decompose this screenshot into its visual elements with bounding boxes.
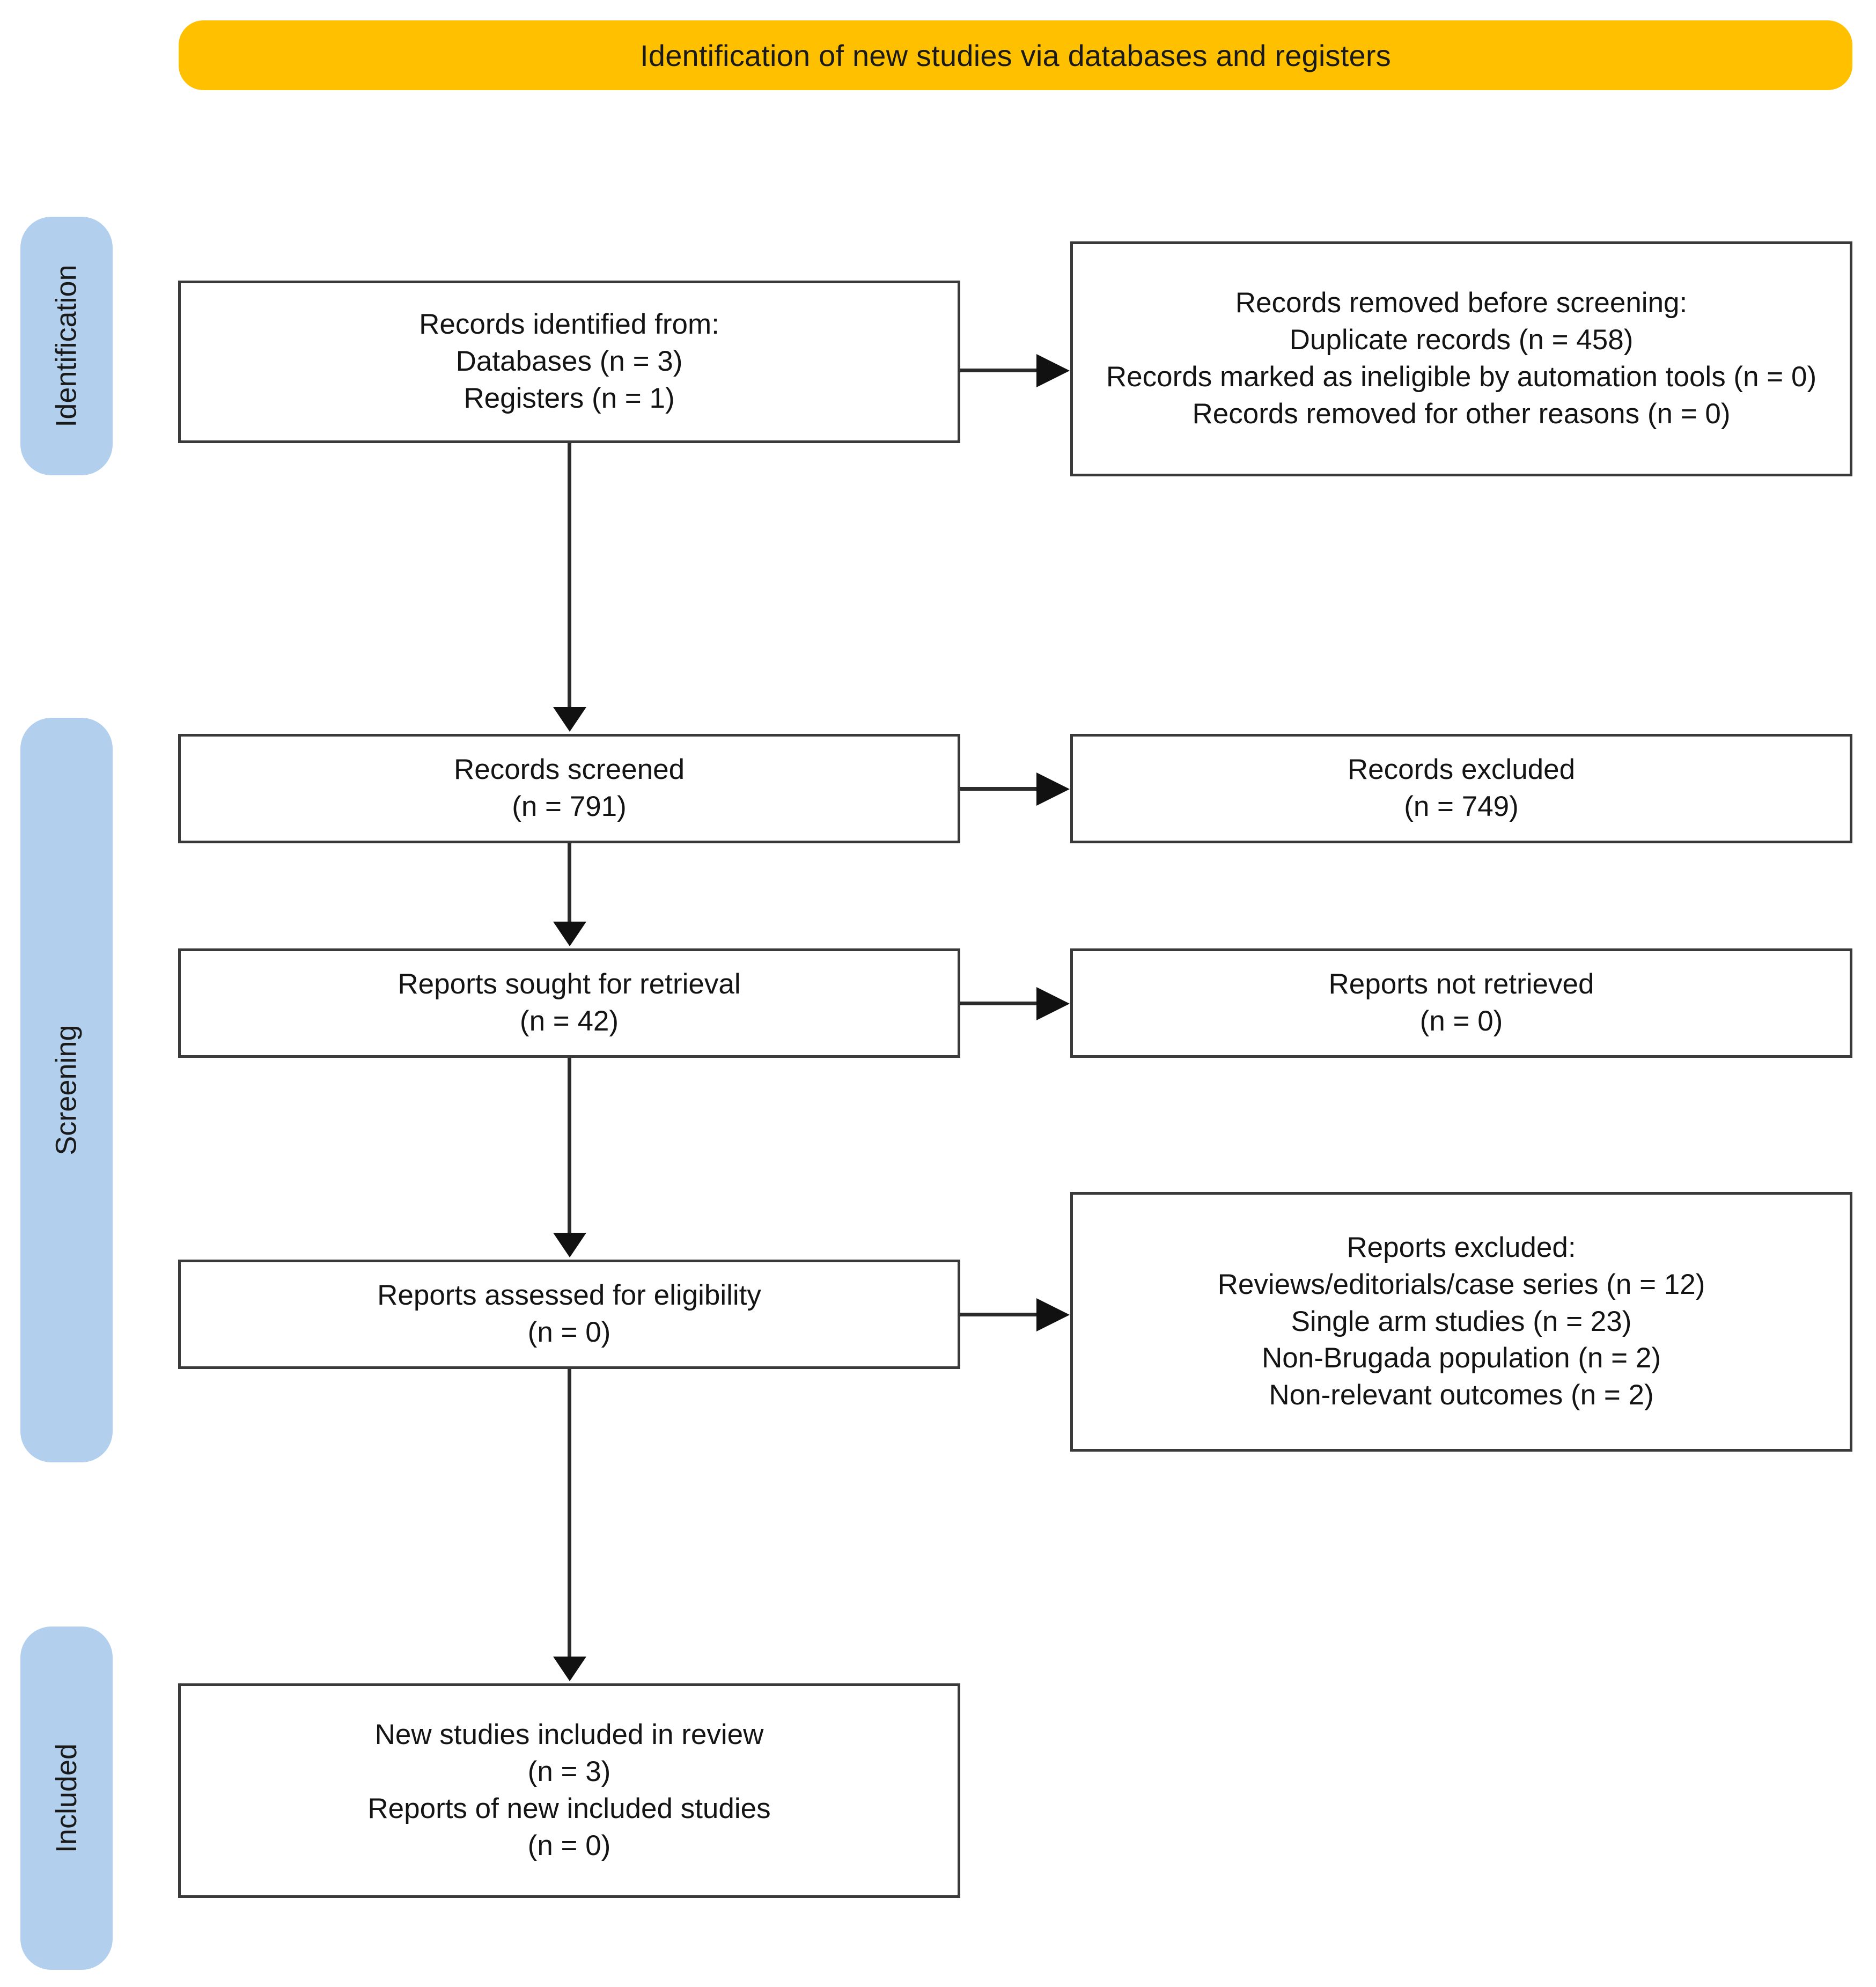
connector-line-vertical	[568, 843, 571, 922]
arrow-down-icon	[553, 922, 586, 946]
box-line: Databases (n = 3)	[455, 345, 683, 378]
arrow-right-icon	[1036, 354, 1070, 387]
box-line: Duplicate records (n = 458)	[1289, 324, 1634, 356]
arrow-right-icon	[1036, 1298, 1070, 1331]
stage-rail-label: Identification	[50, 264, 83, 428]
box-line: Registers (n = 1)	[464, 382, 675, 414]
connector-line-vertical	[568, 1058, 571, 1233]
box-line: (n = 791)	[512, 791, 627, 822]
connector-line-horizontal	[960, 369, 1040, 372]
box-records-removed-before-screening: Records removed before screening: Duplic…	[1070, 241, 1852, 476]
diagram-header-banner: Identification of new studies via databa…	[179, 20, 1852, 90]
box-line: (n = 749)	[1404, 791, 1519, 822]
box-line: (n = 0)	[1419, 1005, 1503, 1037]
box-line: Reports excluded:	[1347, 1231, 1576, 1263]
arrow-down-icon	[553, 707, 586, 732]
box-records-screened: Records screened (n = 791)	[178, 734, 960, 843]
box-line: Reports assessed for eligibility	[377, 1279, 761, 1312]
connector-line-vertical	[568, 443, 571, 707]
arrow-right-icon	[1036, 987, 1070, 1020]
box-line: Records screened	[453, 754, 685, 786]
box-line: (n = 0)	[527, 1316, 611, 1348]
box-line: Reviews/editorials/case series (n = 12)	[1217, 1268, 1705, 1300]
box-line: New studies included in review	[374, 1719, 764, 1751]
stage-rail-included: Included	[20, 1627, 113, 1970]
box-records-excluded: Records excluded (n = 749)	[1070, 734, 1852, 843]
box-line: Records excluded	[1347, 754, 1576, 786]
box-line: Records removed before screening:	[1235, 287, 1688, 319]
box-line: Records identified from:	[419, 308, 719, 341]
connector-line-horizontal	[960, 787, 1040, 791]
stage-rail-label: Screening	[50, 1025, 83, 1156]
box-reports-not-retrieved: Reports not retrieved (n = 0)	[1070, 948, 1852, 1058]
box-line: Reports not retrieved	[1328, 968, 1594, 1000]
box-line: Non-Brugada population (n = 2)	[1262, 1342, 1661, 1374]
box-line: (n = 42)	[519, 1005, 619, 1037]
box-records-identified: Records identified from: Databases (n = …	[178, 281, 960, 443]
connector-line-vertical	[568, 1369, 571, 1657]
box-reports-excluded: Reports excluded: Reviews/editorials/cas…	[1070, 1192, 1852, 1452]
stage-rail-identification: Identification	[20, 217, 113, 475]
box-line: Reports of new included studies	[367, 1793, 771, 1824]
box-line: Reports sought for retrieval	[398, 968, 741, 1000]
arrow-right-icon	[1036, 772, 1070, 806]
box-reports-assessed-for-eligibility: Reports assessed for eligibility (n = 0)	[178, 1260, 960, 1369]
box-new-studies-included: New studies included in review (n = 3) R…	[178, 1683, 960, 1898]
stage-rail-label: Included	[50, 1743, 83, 1853]
arrow-down-icon	[553, 1233, 586, 1257]
connector-line-horizontal	[960, 1002, 1040, 1005]
box-line: (n = 0)	[527, 1829, 611, 1861]
stage-rail-screening: Screening	[20, 718, 113, 1462]
box-line: Non-relevant outcomes (n = 2)	[1269, 1379, 1654, 1411]
arrow-down-icon	[553, 1657, 586, 1681]
box-line: Records removed for other reasons (n = 0…	[1192, 398, 1731, 430]
diagram-title: Identification of new studies via databa…	[640, 38, 1391, 72]
box-reports-sought-for-retrieval: Reports sought for retrieval (n = 42)	[178, 948, 960, 1058]
box-line: Records marked as ineligible by automati…	[1106, 361, 1817, 393]
box-line: (n = 3)	[527, 1756, 611, 1788]
connector-line-horizontal	[960, 1313, 1040, 1316]
box-line: Single arm studies (n = 23)	[1291, 1305, 1632, 1337]
